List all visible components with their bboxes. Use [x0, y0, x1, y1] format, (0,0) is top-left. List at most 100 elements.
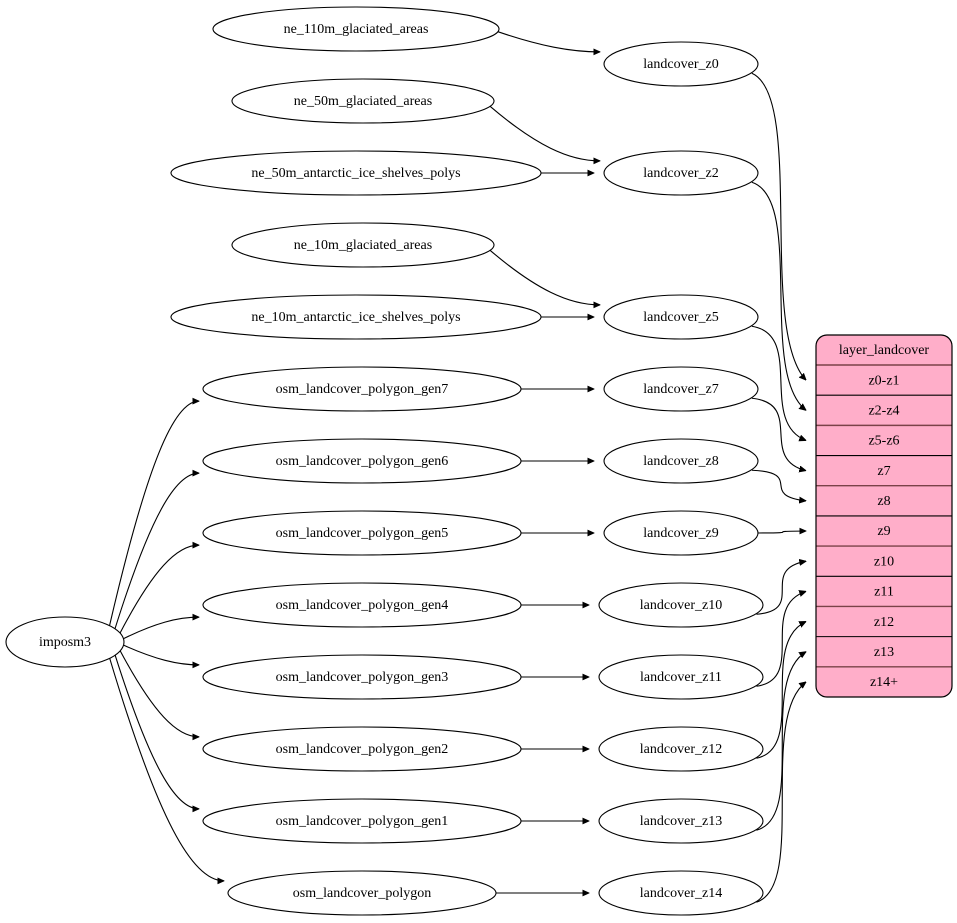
edge-imposm3-to-osm_landcover_polygon_gen3 — [122, 644, 199, 665]
graph-node-osm_landcover_polygon_gen5[interactable]: osm_landcover_polygon_gen5 — [202, 510, 522, 556]
edge-imposm3-to-osm_landcover_polygon_gen2 — [119, 650, 199, 737]
edge-landcover_z8-to-layer_landcover-z8 — [751, 469, 806, 501]
record-row-z14+[interactable]: z14+ — [816, 666, 952, 690]
edges-layer — [108, 30, 806, 903]
node-label-osm_landcover_polygon_gen2: osm_landcover_polygon_gen2 — [276, 742, 449, 757]
record-row-label-z11: z11 — [874, 585, 894, 600]
node-shape-osm_landcover_polygon_gen1 — [202, 798, 522, 844]
edge-imposm3-to-osm_landcover_polygon_gen6 — [114, 473, 199, 630]
edge-landcover_z9-to-layer_landcover-z9 — [757, 531, 806, 533]
graph-node-osm_landcover_polygon_gen1[interactable]: osm_landcover_polygon_gen1 — [202, 798, 522, 844]
node-shape-osm_landcover_polygon_gen3 — [202, 654, 522, 700]
graph-node-landcover_z11[interactable]: landcover_z11 — [598, 654, 764, 700]
graph-node-ne_10m_antarctic_ice_shelves_polys[interactable]: ne_10m_antarctic_ice_shelves_polys — [170, 294, 542, 340]
node-label-landcover_z2: landcover_z2 — [643, 166, 718, 181]
edge-imposm3-to-osm_landcover_polygon_gen4 — [122, 617, 199, 640]
edge-landcover_z14-to-layer_landcover-z14- — [756, 682, 806, 903]
graph-node-landcover_z12[interactable]: landcover_z12 — [598, 726, 764, 772]
node-label-osm_landcover_polygon_gen6: osm_landcover_polygon_gen6 — [276, 454, 449, 469]
node-label-ne_10m_antarctic_ice_shelves_polys: ne_10m_antarctic_ice_shelves_polys — [251, 310, 460, 325]
node-label-landcover_z11: landcover_z11 — [640, 670, 722, 685]
edge-landcover_z13-to-layer_landcover-z13 — [756, 652, 806, 831]
node-shape-landcover_z8 — [603, 438, 759, 484]
graph-node-landcover_z5[interactable]: landcover_z5 — [603, 294, 759, 340]
edge-landcover_z12-to-layer_landcover-z12 — [756, 621, 806, 759]
node-label-ne_50m_glaciated_areas: ne_50m_glaciated_areas — [294, 94, 432, 109]
node-label-imposm3: imposm3 — [39, 635, 91, 650]
node-shape-ne_50m_glaciated_areas — [231, 78, 495, 124]
record-row-label-z8: z8 — [877, 494, 890, 509]
record-row-z5-z6[interactable]: z5-z6 — [816, 424, 952, 449]
edge-imposm3-to-osm_landcover_polygon_gen5 — [119, 545, 199, 634]
node-shape-landcover_z12 — [598, 726, 764, 772]
record-row-z7[interactable]: z7 — [816, 454, 952, 479]
record-row-label-z0-z1: z0-z1 — [868, 373, 899, 388]
edge-imposm3-to-osm_landcover_polygon_gen7 — [108, 401, 199, 627]
node-shape-osm_landcover_polygon_gen4 — [202, 582, 522, 628]
node-shape-landcover_z0 — [603, 41, 759, 87]
node-label-osm_landcover_polygon_gen5: osm_landcover_polygon_gen5 — [276, 526, 449, 541]
node-label-landcover_z12: landcover_z12 — [640, 742, 722, 757]
record-header-label: layer_landcover — [839, 343, 930, 358]
record-row-z13[interactable]: z13 — [816, 636, 952, 660]
node-label-landcover_z9: landcover_z9 — [643, 526, 718, 541]
record-row-z12[interactable]: z12 — [816, 605, 952, 630]
record-row-z11[interactable]: z11 — [816, 575, 952, 600]
graph-node-ne_110m_glaciated_areas[interactable]: ne_110m_glaciated_areas — [212, 6, 500, 52]
node-shape-landcover_z5 — [603, 294, 759, 340]
graph-node-landcover_z10[interactable]: landcover_z10 — [598, 582, 764, 628]
node-label-osm_landcover_polygon: osm_landcover_polygon — [293, 886, 431, 901]
graph-node-osm_landcover_polygon_gen6[interactable]: osm_landcover_polygon_gen6 — [202, 438, 522, 484]
node-shape-osm_landcover_polygon_gen2 — [202, 726, 522, 772]
node-label-landcover_z10: landcover_z10 — [640, 598, 722, 613]
node-label-landcover_z13: landcover_z13 — [640, 814, 722, 829]
record-row-label-z5-z6: z5-z6 — [868, 434, 899, 449]
graph-node-landcover_z2[interactable]: landcover_z2 — [603, 150, 759, 196]
node-shape-landcover_z9 — [603, 510, 759, 556]
graph-node-landcover_z9[interactable]: landcover_z9 — [603, 510, 759, 556]
nodes-layer: imposm3 ne_110m_glaciated_areas ne_50m_gla… — [5, 6, 764, 916]
record-row-z2-z4[interactable]: z2-z4 — [816, 394, 952, 418]
graph-node-landcover_z13[interactable]: landcover_z13 — [598, 798, 764, 844]
record-row-label-z10: z10 — [874, 554, 894, 569]
node-label-ne_10m_glaciated_areas: ne_10m_glaciated_areas — [294, 238, 432, 253]
graph-node-landcover_z7[interactable]: landcover_z7 — [603, 366, 759, 412]
graph-node-ne_50m_glaciated_areas[interactable]: ne_50m_glaciated_areas — [231, 78, 495, 124]
graph-node-imposm3[interactable]: imposm3 — [5, 616, 125, 668]
graph-node-landcover_z14[interactable]: landcover_z14 — [598, 870, 764, 916]
graph-node-osm_landcover_polygon_gen3[interactable]: osm_landcover_polygon_gen3 — [202, 654, 522, 700]
graph-node-osm_landcover_polygon_gen7[interactable]: osm_landcover_polygon_gen7 — [202, 366, 522, 412]
graph-node-ne_10m_glaciated_areas[interactable]: ne_10m_glaciated_areas — [231, 222, 495, 268]
node-shape-ne_110m_glaciated_areas — [212, 6, 500, 52]
edge-landcover_z7-to-layer_landcover-z7 — [751, 397, 806, 470]
graph-node-ne_50m_antarctic_ice_shelves_polys[interactable]: ne_50m_antarctic_ice_shelves_polys — [170, 150, 542, 196]
record-row-label-z13: z13 — [874, 645, 894, 660]
node-shape-osm_landcover_polygon_gen7 — [202, 366, 522, 412]
graph-node-osm_landcover_polygon[interactable]: osm_landcover_polygon — [227, 870, 497, 916]
node-shape-landcover_z11 — [598, 654, 764, 700]
graph-node-landcover_z8[interactable]: landcover_z8 — [603, 438, 759, 484]
record-row-label-z12: z12 — [874, 615, 894, 630]
edge-landcover_z5-to-layer_landcover-z5-z6 — [751, 325, 806, 440]
graph-node-landcover_z0[interactable]: landcover_z0 — [603, 41, 759, 87]
node-shape-ne_10m_antarctic_ice_shelves_polys — [170, 294, 542, 340]
edge-landcover_z2-to-layer_landcover-z2-z4 — [751, 181, 806, 410]
edge-landcover_z0-to-layer_landcover-z0-z1 — [751, 72, 806, 380]
node-shape-landcover_z14 — [598, 870, 764, 916]
node-label-osm_landcover_polygon_gen3: osm_landcover_polygon_gen3 — [276, 670, 449, 685]
node-shape-osm_landcover_polygon — [227, 870, 497, 916]
node-label-landcover_z14: landcover_z14 — [640, 886, 722, 901]
node-label-osm_landcover_polygon_gen1: osm_landcover_polygon_gen1 — [276, 814, 449, 829]
record-row-z9[interactable]: z9 — [816, 515, 952, 539]
graph-node-osm_landcover_polygon_gen2[interactable]: osm_landcover_polygon_gen2 — [202, 726, 522, 772]
record-row-z0-z1[interactable]: z0-z1 — [868, 373, 899, 388]
record-row-z10[interactable]: z10 — [816, 545, 952, 569]
node-shape-osm_landcover_polygon_gen5 — [202, 510, 522, 556]
record-row-z8[interactable]: z8 — [816, 485, 952, 509]
node-label-osm_landcover_polygon_gen7: osm_landcover_polygon_gen7 — [276, 382, 449, 397]
graph-node-osm_landcover_polygon_gen4[interactable]: osm_landcover_polygon_gen4 — [202, 582, 522, 628]
edge-landcover_z10-to-layer_landcover-z10 — [756, 561, 806, 615]
node-label-landcover_z8: landcover_z8 — [643, 454, 718, 469]
node-shape-landcover_z13 — [598, 798, 764, 844]
record-node-layer-landcover[interactable]: layer_landcover z0-z1 z2-z4 z5-z6 z7 z8 z9 z10 z… — [815, 334, 953, 698]
